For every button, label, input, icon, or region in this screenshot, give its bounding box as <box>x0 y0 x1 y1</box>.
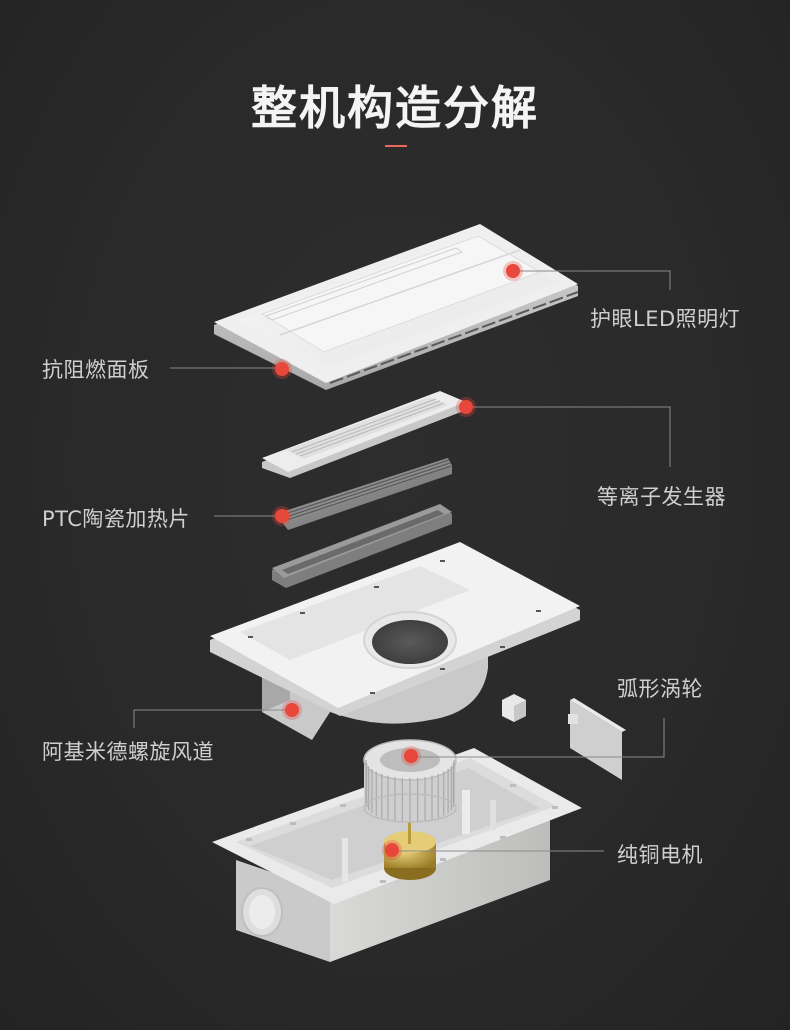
side-plate <box>568 698 626 780</box>
label-plasma-generator: 等离子发生器 <box>597 485 726 509</box>
dot-ptc-heater <box>272 506 292 526</box>
top-panel <box>214 224 579 390</box>
dot-archimedes-duct <box>282 700 302 720</box>
dot-arc-turbine <box>401 746 421 766</box>
label-copper-motor: 纯铜电机 <box>617 843 703 867</box>
dot-led-light <box>503 261 523 281</box>
callout-line-plasma-generator <box>466 406 671 467</box>
dot-copper-motor <box>382 840 402 860</box>
plasma-cover <box>262 391 466 478</box>
callout-line-archimedes-duct <box>133 709 292 728</box>
label-ptc-heater: PTC陶瓷加热片 <box>42 507 190 531</box>
heater-frame <box>272 504 452 588</box>
turbine-wheel <box>363 739 457 823</box>
callout-dots <box>272 261 523 860</box>
label-archimedes-duct: 阿基米德螺旋风道 <box>42 740 214 764</box>
dot-plasma-generator <box>456 397 476 417</box>
bottom-housing <box>212 748 582 962</box>
label-led-light: 护眼LED照明灯 <box>590 307 741 331</box>
ptc-heater-part <box>282 458 452 530</box>
page-title: 整机构造分解 <box>251 81 539 135</box>
label-flame-panel: 抗阻燃面板 <box>42 358 150 382</box>
callout-line-led-light <box>514 270 671 290</box>
callout-line-arc-turbine <box>412 718 665 758</box>
callout-lines <box>133 270 671 852</box>
dot-flame-panel <box>272 359 292 379</box>
mounting-plate <box>210 542 580 740</box>
title-underline <box>385 145 407 147</box>
connector-block <box>502 694 526 722</box>
label-arc-turbine: 弧形涡轮 <box>617 677 703 701</box>
